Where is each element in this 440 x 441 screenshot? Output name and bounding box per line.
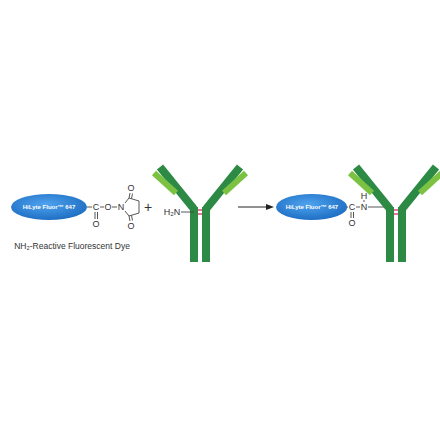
atom-label: N xyxy=(361,203,368,212)
atom-label: N xyxy=(118,203,125,212)
reaction-arrow xyxy=(238,204,274,210)
atom-label: C xyxy=(93,203,100,212)
atom-label: H₂N xyxy=(164,208,181,217)
antibody xyxy=(154,167,246,262)
dye-name: HiLyte Fluor™ 647 xyxy=(286,204,338,210)
dye-name: HiLyte Fluor™ 647 xyxy=(23,204,75,210)
atom-label: O xyxy=(92,220,99,229)
caption-label: NH₂-Reactive Fluorescent Dye xyxy=(14,242,130,251)
dye-ellipse: HiLyte Fluor™ 647 xyxy=(11,194,87,220)
atom-label: C xyxy=(349,203,356,212)
atom-label: O xyxy=(104,203,111,212)
antibody xyxy=(350,167,440,262)
atom-label: O xyxy=(348,219,355,228)
amine-bond xyxy=(181,212,194,213)
atom-label: O xyxy=(127,184,134,193)
atom-label: H xyxy=(361,192,368,201)
dye-ellipse: HiLyte Fluor™ 647 xyxy=(276,194,347,220)
atom-label: O xyxy=(127,222,134,231)
atom-label: + xyxy=(144,200,152,214)
nhs-ester-bonds xyxy=(87,193,139,221)
